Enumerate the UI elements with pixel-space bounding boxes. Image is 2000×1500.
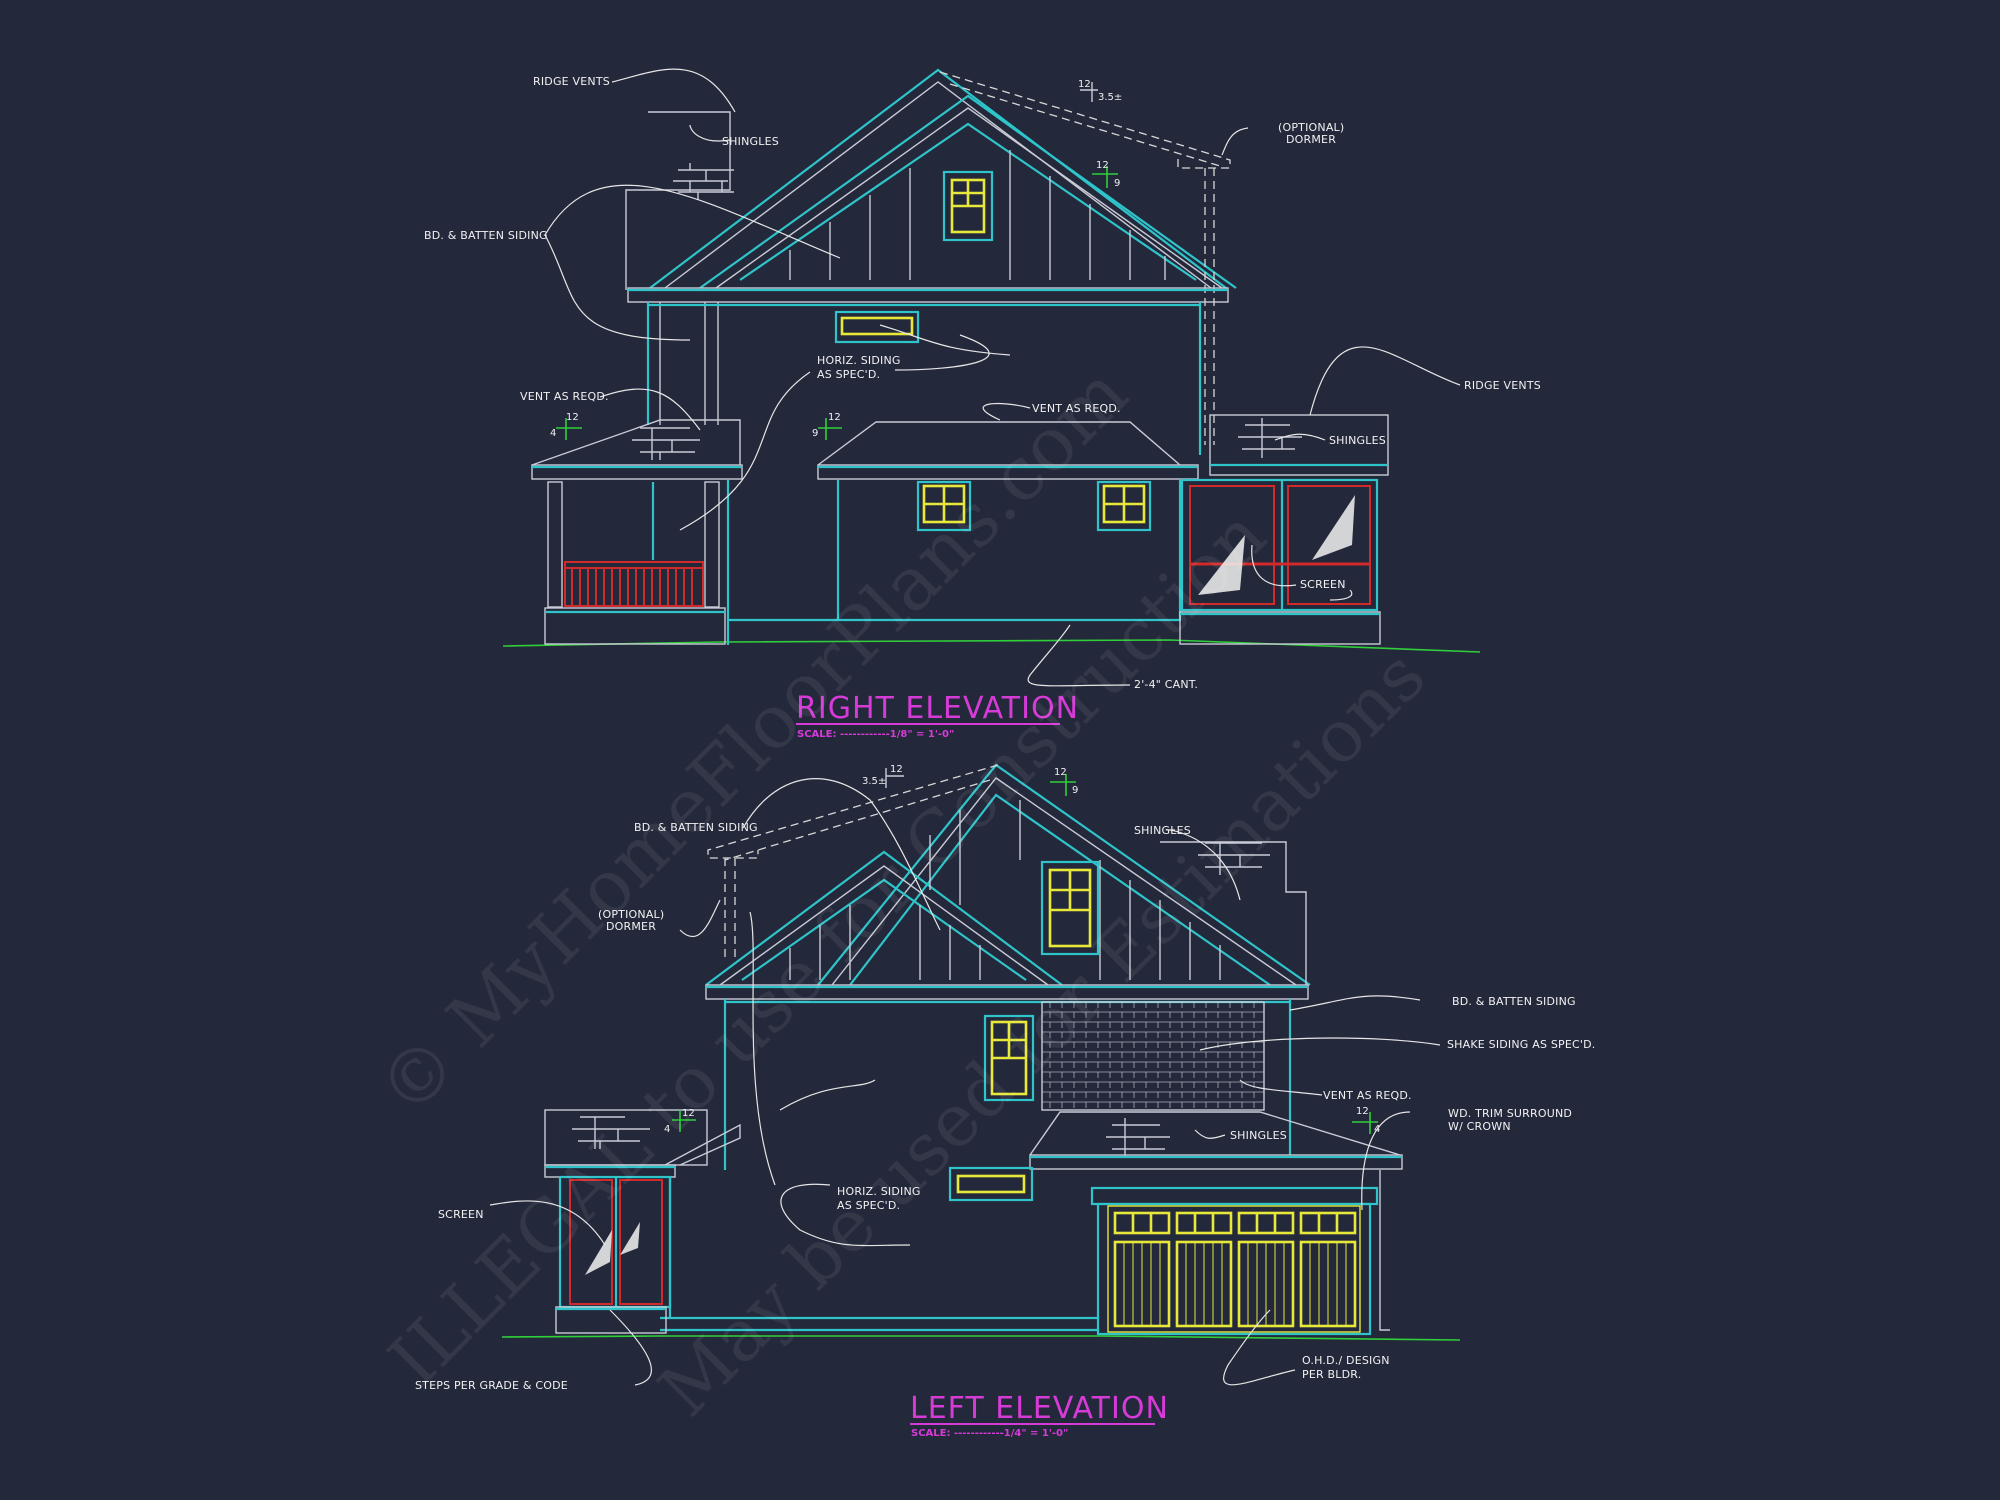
label-optional-dormer: (OPTIONAL) [598, 908, 664, 921]
pitch-symbol-icon: 12 3.5± 12 9 12 4 12 4 [664, 764, 1380, 1135]
svg-text:4: 4 [550, 428, 556, 439]
svg-text:4: 4 [1374, 1124, 1380, 1135]
label-vent-as-reqd: VENT AS REQD. [1323, 1089, 1412, 1102]
label-bd-batten-siding: BD. & BATTEN SIDING [634, 821, 758, 834]
svg-text:12: 12 [828, 412, 841, 423]
left-elevation-title: LEFT ELEVATION [910, 1391, 1169, 1426]
svg-text:12: 12 [890, 764, 903, 775]
svg-text:12: 12 [566, 412, 579, 423]
label-horiz-siding: HORIZ. SIDING [817, 354, 901, 367]
left-elevation-scale: SCALE: ------------1/4" = 1'-0" [911, 1428, 1068, 1439]
label-vent-as-reqd-mid: VENT AS REQD. [1032, 402, 1121, 415]
label-shingles: SHINGLES [722, 135, 779, 148]
right-elevation-scale: SCALE: ------------1/8" = 1'-0" [797, 729, 954, 740]
label-vent-as-reqd: VENT AS REQD. [520, 390, 609, 403]
label-shingles: SHINGLES [1134, 824, 1191, 837]
svg-text:3.5±: 3.5± [1098, 92, 1122, 103]
right-elevation-title: RIGHT ELEVATION [796, 691, 1079, 726]
label-shake-siding: SHAKE SIDING AS SPEC'D. [1447, 1038, 1595, 1051]
svg-text:9: 9 [1072, 785, 1078, 796]
svg-text:AS SPEC'D.: AS SPEC'D. [837, 1199, 900, 1212]
svg-text:12: 12 [1078, 79, 1091, 90]
svg-text:12: 12 [1356, 1106, 1369, 1117]
label-shingles-right: SHINGLES [1329, 434, 1386, 447]
label-ridge-vents: RIDGE VENTS [533, 75, 610, 88]
svg-text:W/ CROWN: W/ CROWN [1448, 1120, 1511, 1133]
label-steps: STEPS PER GRADE & CODE [415, 1379, 568, 1392]
pitch-symbol-icon: 12 3.5± 12 9 12 4 12 9 [550, 79, 1122, 440]
label-cant: 2'-4" CANT. [1134, 678, 1198, 691]
label-ohd-design: O.H.D./ DESIGN [1302, 1354, 1390, 1367]
svg-text:12: 12 [682, 1108, 695, 1119]
label-bd-batten-siding: BD. & BATTEN SIDING [424, 229, 548, 242]
right-elevation-drawing [502, 68, 1481, 687]
label-shingles-mid: SHINGLES [1230, 1129, 1287, 1142]
label-screen: SCREEN [1300, 578, 1346, 591]
svg-text:3.5±: 3.5± [862, 776, 886, 787]
label-ridge-vents-right: RIDGE VENTS [1464, 379, 1541, 392]
label-optional-dormer: (OPTIONAL) [1278, 121, 1344, 134]
label-wd-trim-surround: WD. TRIM SURROUND [1448, 1107, 1572, 1120]
svg-text:12: 12 [1054, 767, 1067, 778]
left-elevation-labels: BD. & BATTEN SIDING SHINGLES (OPTIONAL) … [415, 821, 1595, 1439]
right-elevation-labels: RIDGE VENTS SHINGLES BD. & BATTEN SIDING… [424, 75, 1541, 740]
label-horiz-siding: HORIZ. SIDING [837, 1185, 921, 1198]
label-screen: SCREEN [438, 1208, 484, 1221]
svg-text:9: 9 [1114, 178, 1120, 189]
svg-text:4: 4 [664, 1124, 670, 1135]
svg-text:DORMER: DORMER [1286, 133, 1336, 146]
svg-text:AS SPEC'D.: AS SPEC'D. [817, 368, 880, 381]
svg-text:12: 12 [1096, 160, 1109, 171]
label-bd-batten-siding-right: BD. & BATTEN SIDING [1452, 995, 1576, 1008]
left-elevation-drawing [489, 763, 1461, 1386]
svg-text:PER BLDR.: PER BLDR. [1302, 1368, 1361, 1381]
shingle-symbol-icon [673, 163, 734, 200]
svg-text:9: 9 [812, 428, 818, 439]
svg-text:DORMER: DORMER [606, 920, 656, 933]
